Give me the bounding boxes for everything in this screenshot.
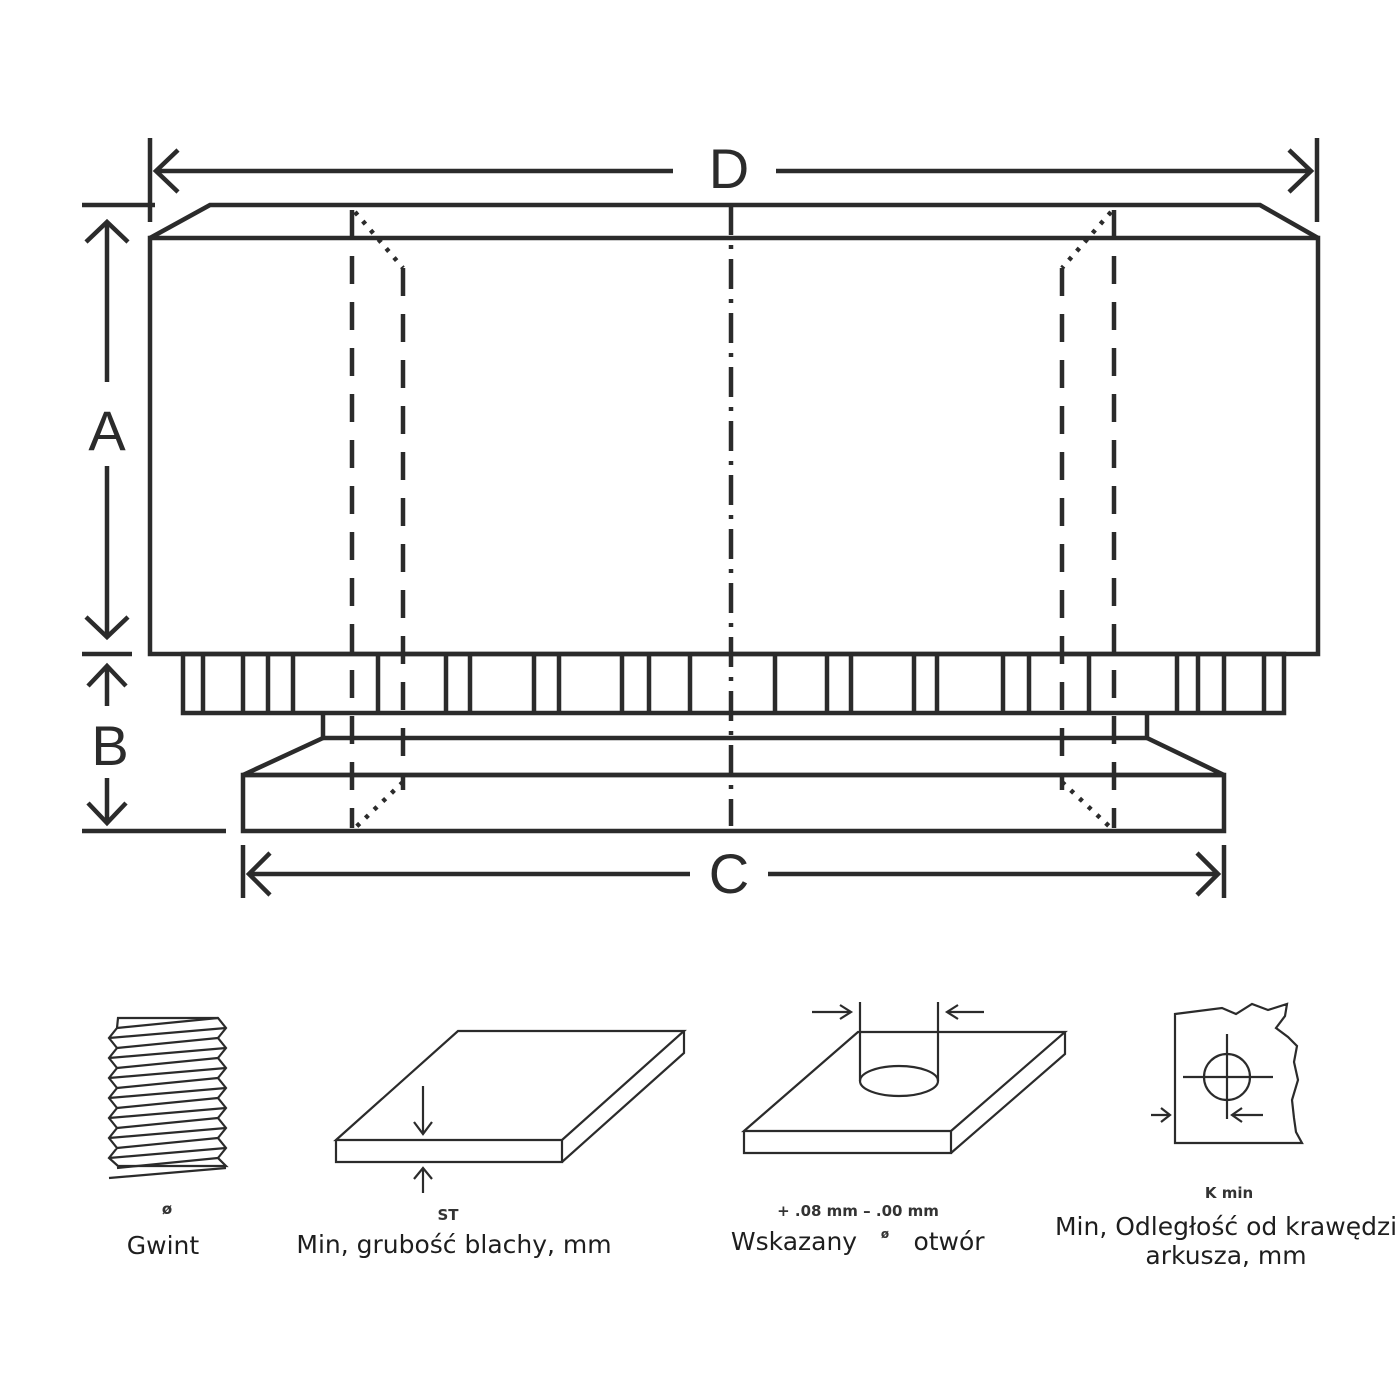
thread-crest-line xyxy=(116,1156,219,1170)
thread-crest-line xyxy=(116,1056,219,1070)
dimension-a-label: A xyxy=(88,399,126,462)
top-chamfer xyxy=(148,202,1320,240)
a-arrow-bottom xyxy=(84,615,130,641)
thread-root-line xyxy=(108,1166,227,1180)
a-arrow-top xyxy=(84,218,130,244)
b-arrow-top xyxy=(86,662,128,688)
edge-symbol: K min xyxy=(1205,1184,1253,1202)
sheet-symbol: ST xyxy=(437,1206,459,1224)
hole-label-right: otwór xyxy=(913,1227,985,1256)
hole-plate-icon xyxy=(741,1002,1068,1155)
neck-outline xyxy=(320,713,1150,741)
c-arrow-left xyxy=(245,851,272,897)
thread-root-line xyxy=(108,1146,227,1160)
dimension-c-label: C xyxy=(709,842,749,905)
hidden-chamfer-br xyxy=(1060,780,1113,830)
legend-sheet: ST Min, grubość blachy, mm xyxy=(296,1029,687,1259)
neck xyxy=(320,713,1150,741)
hole-label-left: Wskazany xyxy=(731,1227,857,1256)
thread-label: Gwint xyxy=(127,1231,200,1260)
thread-icon xyxy=(107,1016,229,1180)
dimension-b: B xyxy=(82,651,226,834)
thread-symbol: ø xyxy=(162,1200,172,1218)
hidden-chamfer-tl xyxy=(353,210,405,270)
thread-root-line xyxy=(108,1026,227,1040)
legend-edge: K min Min, Odległość od krawędzi arkusza… xyxy=(1055,1002,1397,1270)
thread-crest-line xyxy=(116,1096,219,1110)
dimension-c: C xyxy=(240,842,1227,905)
thread-root-line xyxy=(108,1046,227,1060)
dimension-d-label: D xyxy=(709,137,749,200)
d-arrow-right xyxy=(1287,148,1315,194)
dimension-a: A xyxy=(82,202,155,641)
flange-rect xyxy=(240,772,1227,834)
flange-chamfer xyxy=(242,735,1225,778)
edge-label-line1: Min, Odległość od krawędzi xyxy=(1055,1212,1397,1241)
knurl-lines xyxy=(200,654,1267,713)
hidden-bore xyxy=(349,210,1117,830)
sheet-thickness-icon xyxy=(333,1029,687,1193)
thread-root-line xyxy=(108,1086,227,1100)
edge-label-line2: arkusza, mm xyxy=(1145,1241,1306,1270)
dimension-b-label: B xyxy=(91,714,128,777)
legend-thread: ø Gwint xyxy=(107,1016,229,1260)
d-arrow-left xyxy=(152,148,180,194)
hidden-chamfer-tr xyxy=(1060,210,1113,270)
c-arrow-right xyxy=(1195,851,1222,897)
hole-symbol: ø xyxy=(881,1227,889,1241)
thread-root-line xyxy=(108,1106,227,1120)
sheet-label: Min, grubość blachy, mm xyxy=(296,1230,611,1259)
thread-crest-line xyxy=(116,1036,219,1050)
hidden-chamfer-bl xyxy=(353,780,405,830)
thread-root-line xyxy=(108,1126,227,1140)
edge-distance-icon xyxy=(1151,1002,1304,1145)
body-rect xyxy=(147,235,1321,657)
dimension-d: D xyxy=(147,137,1320,222)
thread-crest-line xyxy=(116,1076,219,1090)
b-arrow-bottom xyxy=(86,801,128,827)
thread-crest-line xyxy=(116,1016,219,1030)
knurl-band xyxy=(180,651,1287,716)
legend-hole: + .08 mm – .00 mm Wskazany ø otwór xyxy=(731,1002,1068,1256)
thread-crest-line xyxy=(116,1116,219,1130)
bottom-flange xyxy=(240,735,1227,834)
knurl-rect xyxy=(180,651,1287,716)
thread-crest-line xyxy=(116,1136,219,1150)
nut-body xyxy=(147,202,1321,657)
thread-root-line xyxy=(108,1066,227,1080)
hole-tolerance: + .08 mm – .00 mm xyxy=(777,1202,939,1220)
